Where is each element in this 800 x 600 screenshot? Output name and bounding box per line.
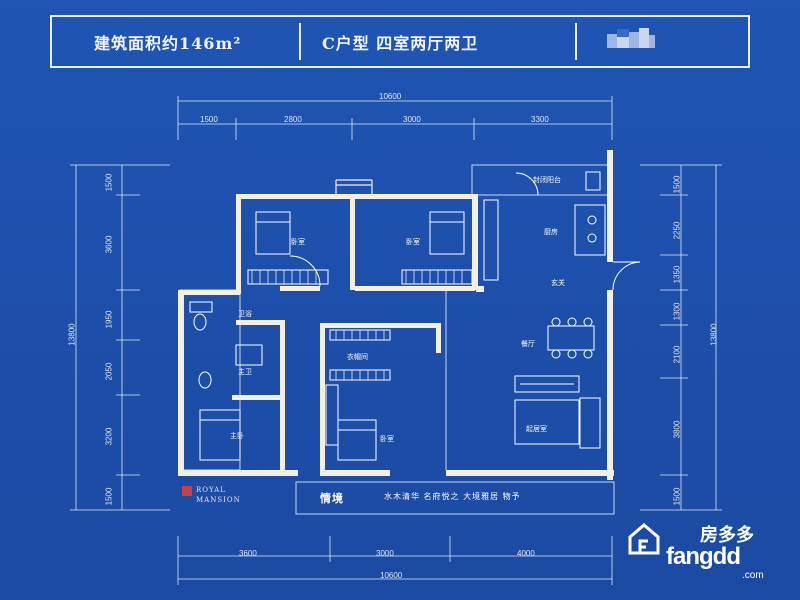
bottom-dimension: 3600 <box>239 549 257 558</box>
bottom-dimension: 4000 <box>517 549 535 558</box>
brand-seal-icon <box>182 486 192 496</box>
slogan-right: 水木清华 名府悦之 大境雅居 物予 <box>384 492 521 501</box>
room-label-closet: 衣帽间 <box>347 353 368 361</box>
room-label-balcony: 封闭阳台 <box>533 176 561 184</box>
slogan-left: 情境 <box>320 492 344 505</box>
room-label-bedroom: 卧室 <box>380 435 394 443</box>
unit-type-label: C户型 四室两厅两卫 <box>322 34 479 53</box>
room-label-kitchen: 厨房 <box>544 228 558 236</box>
header-divider <box>299 23 301 60</box>
watermark-domain: .com <box>742 570 764 581</box>
room-label-dining: 餐厅 <box>521 340 535 348</box>
room-label-bedroom: 卧室 <box>291 238 305 246</box>
room-label-bedroom: 卧室 <box>406 238 420 246</box>
fangdd-house-icon <box>628 523 660 555</box>
header-frame: 建筑面积约146m² C户型 四室两厅两卫 <box>50 15 750 68</box>
brand-line-2: MANSION <box>196 496 241 504</box>
room-label-living: 起居室 <box>526 425 547 433</box>
watermark-en: fangdd <box>666 543 741 570</box>
room-label-master-bath: 主卫 <box>238 368 252 376</box>
top-dimension: 1500 <box>200 115 218 124</box>
building-thumbnail-icon <box>607 28 655 48</box>
top-dimension: 2800 <box>284 115 302 124</box>
watermark-cn: 房多多 <box>700 525 754 545</box>
room-label-entrance: 玄关 <box>551 279 565 287</box>
top-dimension: 3000 <box>403 115 421 124</box>
top-dimension: 3300 <box>531 115 549 124</box>
area-label: 建筑面积约146m² <box>94 34 242 53</box>
room-label-bathroom: 卫浴 <box>238 310 252 318</box>
room-label-master-bedroom: 主卧 <box>230 432 244 440</box>
brand-line-1: ROYAL <box>196 486 226 494</box>
bottom-total-dimension: 10600 <box>380 571 403 580</box>
bottom-dimension: 3000 <box>376 549 394 558</box>
header-divider <box>575 23 577 60</box>
top-total-dimension: 10600 <box>379 92 402 101</box>
